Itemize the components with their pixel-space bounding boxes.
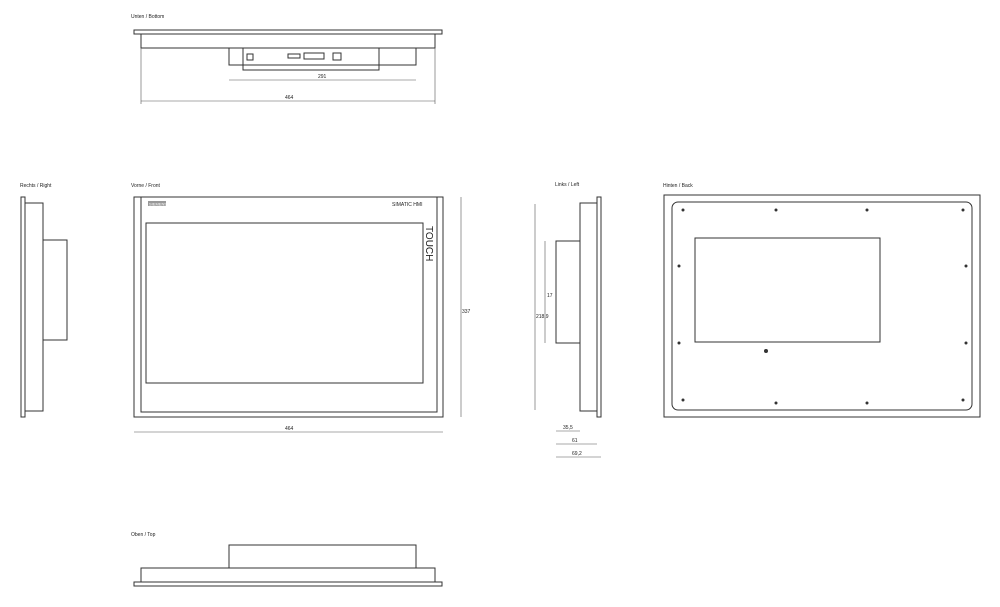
dim-464-bottom: 464 — [285, 95, 294, 101]
dim-17: 17 — [547, 293, 553, 299]
dim-218-9: 218,9 — [536, 314, 549, 320]
front-screen — [145, 222, 424, 384]
touch-text: TOUCH — [423, 226, 434, 261]
dim-337: 337 — [462, 309, 471, 315]
back-view-label: Hinten / Back — [663, 183, 693, 189]
front-bezel — [133, 196, 444, 418]
usb-port-icon — [287, 53, 301, 59]
left-view: Links / Left 218,9 17 35,5 61 69,2 — [534, 182, 602, 458]
dim-464-front: 464 — [285, 426, 294, 432]
power-port-icon — [246, 53, 254, 61]
bottom-view: Unten / Bottom 291 464 — [131, 14, 443, 104]
front-view: Vorne / Front SIEMENS SIMATIC HMI TOUCH … — [131, 183, 471, 433]
siemens-logo — [148, 201, 166, 206]
dim-61: 61 — [572, 438, 578, 444]
top-view: Oben / Top — [131, 532, 443, 587]
front-view-label: Vorne / Front — [131, 183, 161, 189]
ethernet-port-icon — [332, 52, 342, 61]
right-view: Rechts / Right — [20, 183, 68, 418]
bottom-bezel — [133, 29, 443, 35]
logo-text: SIEMENS — [149, 202, 167, 207]
bottom-view-label: Unten / Bottom — [131, 14, 164, 20]
bottom-housing — [140, 33, 436, 49]
left-view-label: Links / Left — [555, 182, 580, 188]
bottom-connector-panel — [242, 47, 380, 71]
brand-text: SIMATIC HMI — [392, 202, 422, 208]
bottom-connector-box — [228, 47, 417, 66]
dim-35-5: 35,5 — [563, 425, 573, 431]
dim-291: 291 — [318, 74, 327, 80]
back-view: Hinten / Back — [663, 183, 981, 418]
right-view-label: Rechts / Right — [20, 183, 52, 189]
top-view-label: Oben / Top — [131, 532, 156, 538]
dim-69-2: 69,2 — [572, 451, 582, 457]
dvi-port-icon — [303, 52, 325, 60]
